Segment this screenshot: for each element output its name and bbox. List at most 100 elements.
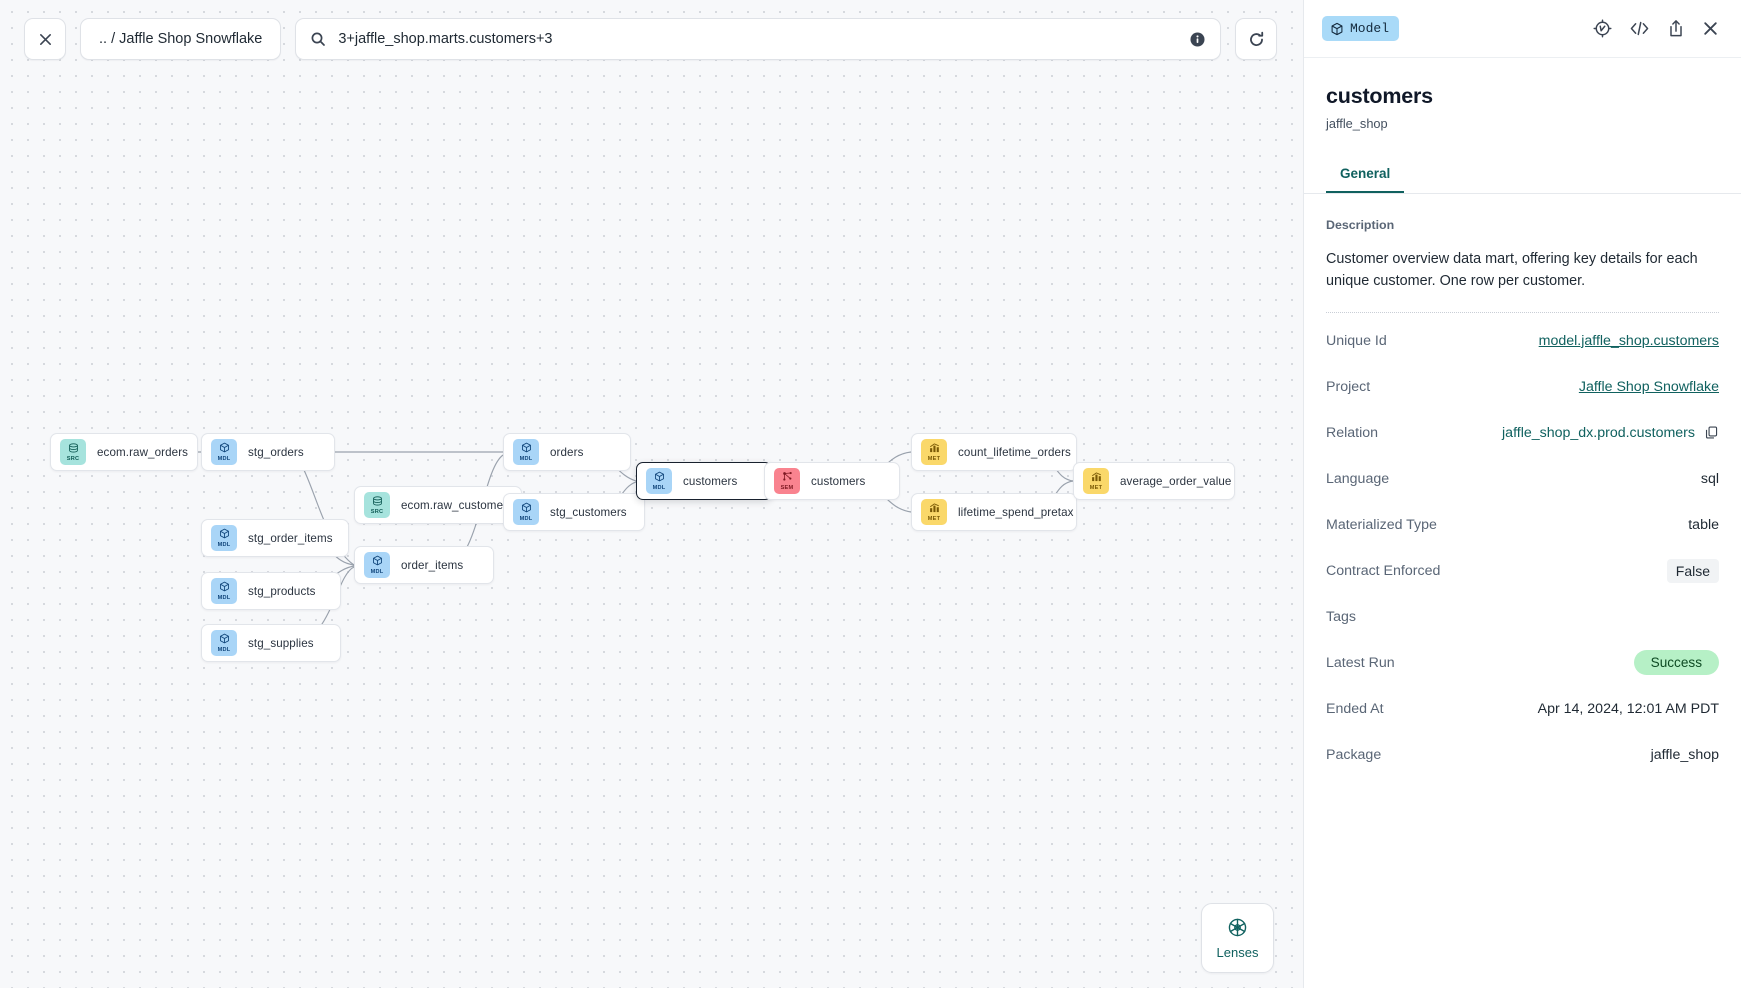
lenses-button[interactable]: Lenses bbox=[1201, 903, 1274, 973]
metadata-row: Latest Run Success bbox=[1326, 645, 1719, 681]
refresh-button[interactable] bbox=[1235, 18, 1277, 60]
metadata-row: Unique Id model.jaffle_shop.customers bbox=[1326, 323, 1719, 359]
breadcrumb-label: .. / Jaffle Shop Snowflake bbox=[99, 31, 263, 47]
divider bbox=[1326, 311, 1719, 313]
lineage-canvas[interactable]: .. / Jaffle Shop Snowflake 3+jaffle_shop… bbox=[0, 0, 1303, 988]
metadata-key: Materialized Type bbox=[1326, 516, 1437, 533]
cube-icon bbox=[1331, 22, 1343, 35]
node-type-badge: Model bbox=[1322, 16, 1400, 41]
lineage-node-order_items[interactable]: MDL order_items bbox=[354, 546, 494, 584]
lenses-label: Lenses bbox=[1216, 944, 1259, 960]
metadata-value: jaffle_shop bbox=[1650, 746, 1719, 763]
lineage-node-customers_sem[interactable]: SEM customers bbox=[764, 462, 900, 500]
mdl-chip-icon: MDL bbox=[364, 552, 390, 578]
lineage-node-label: stg_orders bbox=[248, 445, 304, 459]
metadata-key: Contract Enforced bbox=[1326, 562, 1441, 579]
metadata-key: Relation bbox=[1326, 424, 1379, 441]
metadata-row: Materialized Type table bbox=[1326, 507, 1719, 543]
compass-icon[interactable] bbox=[1593, 19, 1612, 38]
metadata-value[interactable]: jaffle_shop_dx.prod.customers bbox=[1502, 424, 1695, 441]
mdl-chip-icon: MDL bbox=[211, 578, 237, 604]
code-icon[interactable] bbox=[1629, 19, 1650, 38]
node-type-label: Model bbox=[1350, 21, 1390, 36]
breadcrumb[interactable]: .. / Jaffle Shop Snowflake bbox=[80, 18, 282, 60]
page-subtitle: jaffle_shop bbox=[1326, 116, 1388, 131]
details-panel-header: Model bbox=[1304, 0, 1741, 58]
metadata-row: Tags bbox=[1326, 599, 1719, 635]
lineage-node-label: orders bbox=[550, 445, 584, 459]
metadata-value: Apr 14, 2024, 12:01 AM PDT bbox=[1537, 700, 1719, 717]
lineage-node-customers_mdl[interactable]: MDL customers bbox=[636, 462, 772, 500]
lineage-node-orders[interactable]: MDL orders bbox=[503, 433, 631, 471]
metadata-row: Contract Enforced False bbox=[1326, 553, 1719, 589]
metadata-row: Project Jaffle Shop Snowflake bbox=[1326, 369, 1719, 405]
lineage-node-label: ecom.raw_customers bbox=[401, 498, 513, 512]
close-graph-button[interactable] bbox=[24, 18, 66, 60]
mdl-chip-icon: MDL bbox=[211, 439, 237, 465]
description-text: Customer overview data mart, offering ke… bbox=[1326, 251, 1698, 290]
lineage-node-label: order_items bbox=[401, 558, 464, 572]
metadata-row: Relation jaffle_shop_dx.prod.customers bbox=[1326, 415, 1719, 451]
description-label: Description bbox=[1326, 218, 1395, 232]
lineage-node-stg_products[interactable]: MDL stg_products bbox=[201, 572, 341, 610]
refresh-icon bbox=[1249, 31, 1263, 46]
metadata-value: sql bbox=[1700, 470, 1719, 487]
lineage-node-label: stg_order_items bbox=[248, 531, 333, 545]
status-badge: Success bbox=[1633, 650, 1719, 676]
aperture-icon bbox=[1228, 918, 1247, 936]
share-icon[interactable] bbox=[1667, 19, 1685, 38]
lineage-node-stg_order_items[interactable]: MDL stg_order_items bbox=[201, 519, 349, 557]
lineage-node-stg_orders[interactable]: MDL stg_orders bbox=[201, 433, 335, 471]
info-icon[interactable] bbox=[1189, 31, 1206, 48]
metadata-key: Ended At bbox=[1326, 700, 1384, 717]
lineage-node-label: stg_products bbox=[248, 584, 316, 598]
lineage-node-label: stg_supplies bbox=[248, 636, 314, 650]
metadata-value: table bbox=[1688, 516, 1719, 533]
lineage-node-ecom_raw_customers[interactable]: SRC ecom.raw_customers bbox=[354, 486, 522, 524]
mdl-chip-icon: MDL bbox=[513, 439, 539, 465]
tab-general[interactable]: General bbox=[1326, 157, 1405, 193]
metadata-row: Package jaffle_shop bbox=[1326, 737, 1719, 773]
lineage-node-label: stg_customers bbox=[550, 505, 627, 519]
lineage-node-label: customers bbox=[683, 474, 738, 488]
metadata-key: Language bbox=[1326, 470, 1390, 487]
metadata-value[interactable]: model.jaffle_shop.customers bbox=[1538, 332, 1719, 349]
close-panel-icon[interactable] bbox=[1702, 20, 1719, 37]
lineage-node-label: customers bbox=[811, 474, 866, 488]
metadata-row: Ended At Apr 14, 2024, 12:01 AM PDT bbox=[1326, 691, 1719, 727]
metadata-row: Language sql bbox=[1326, 461, 1719, 497]
mdl-chip-icon: MDL bbox=[211, 630, 237, 656]
search-icon bbox=[311, 32, 326, 46]
met-chip-icon: MET bbox=[921, 499, 947, 525]
lineage-node-stg_supplies[interactable]: MDL stg_supplies bbox=[201, 624, 341, 662]
copy-icon[interactable] bbox=[1704, 425, 1719, 440]
metadata-value: False bbox=[1666, 558, 1719, 583]
panel-body: Description Customer overview data mart,… bbox=[1304, 194, 1741, 988]
canvas-toolbar: .. / Jaffle Shop Snowflake 3+jaffle_shop… bbox=[0, 0, 1303, 78]
sem-chip-icon: SEM bbox=[774, 468, 800, 494]
lineage-node-average_order_value[interactable]: MET average_order_value bbox=[1073, 462, 1235, 500]
details-panel: Model bbox=[1303, 0, 1741, 988]
lineage-node-label: average_order_value bbox=[1120, 474, 1232, 488]
lineage-node-stg_customers[interactable]: MDL stg_customers bbox=[503, 493, 645, 531]
src-chip-icon: SRC bbox=[60, 439, 86, 465]
search-input[interactable]: 3+jaffle_shop.marts.customers+3 bbox=[295, 18, 1221, 60]
mdl-chip-icon: MDL bbox=[211, 525, 237, 551]
search-query-value: 3+jaffle_shop.marts.customers+3 bbox=[338, 31, 553, 47]
mdl-chip-icon: MDL bbox=[646, 468, 672, 494]
mdl-chip-icon: MDL bbox=[513, 499, 539, 525]
metadata-key: Unique Id bbox=[1326, 332, 1387, 349]
panel-tabs: General bbox=[1304, 157, 1741, 194]
metadata-key: Project bbox=[1326, 378, 1371, 395]
metadata-value[interactable]: Jaffle Shop Snowflake bbox=[1578, 378, 1719, 395]
metadata-key: Package bbox=[1326, 746, 1382, 763]
metadata-key: Latest Run bbox=[1326, 654, 1395, 671]
close-icon bbox=[39, 33, 51, 45]
src-chip-icon: SRC bbox=[364, 492, 390, 518]
met-chip-icon: MET bbox=[1083, 468, 1109, 494]
lineage-node-label: count_lifetime_orders bbox=[958, 445, 1071, 459]
